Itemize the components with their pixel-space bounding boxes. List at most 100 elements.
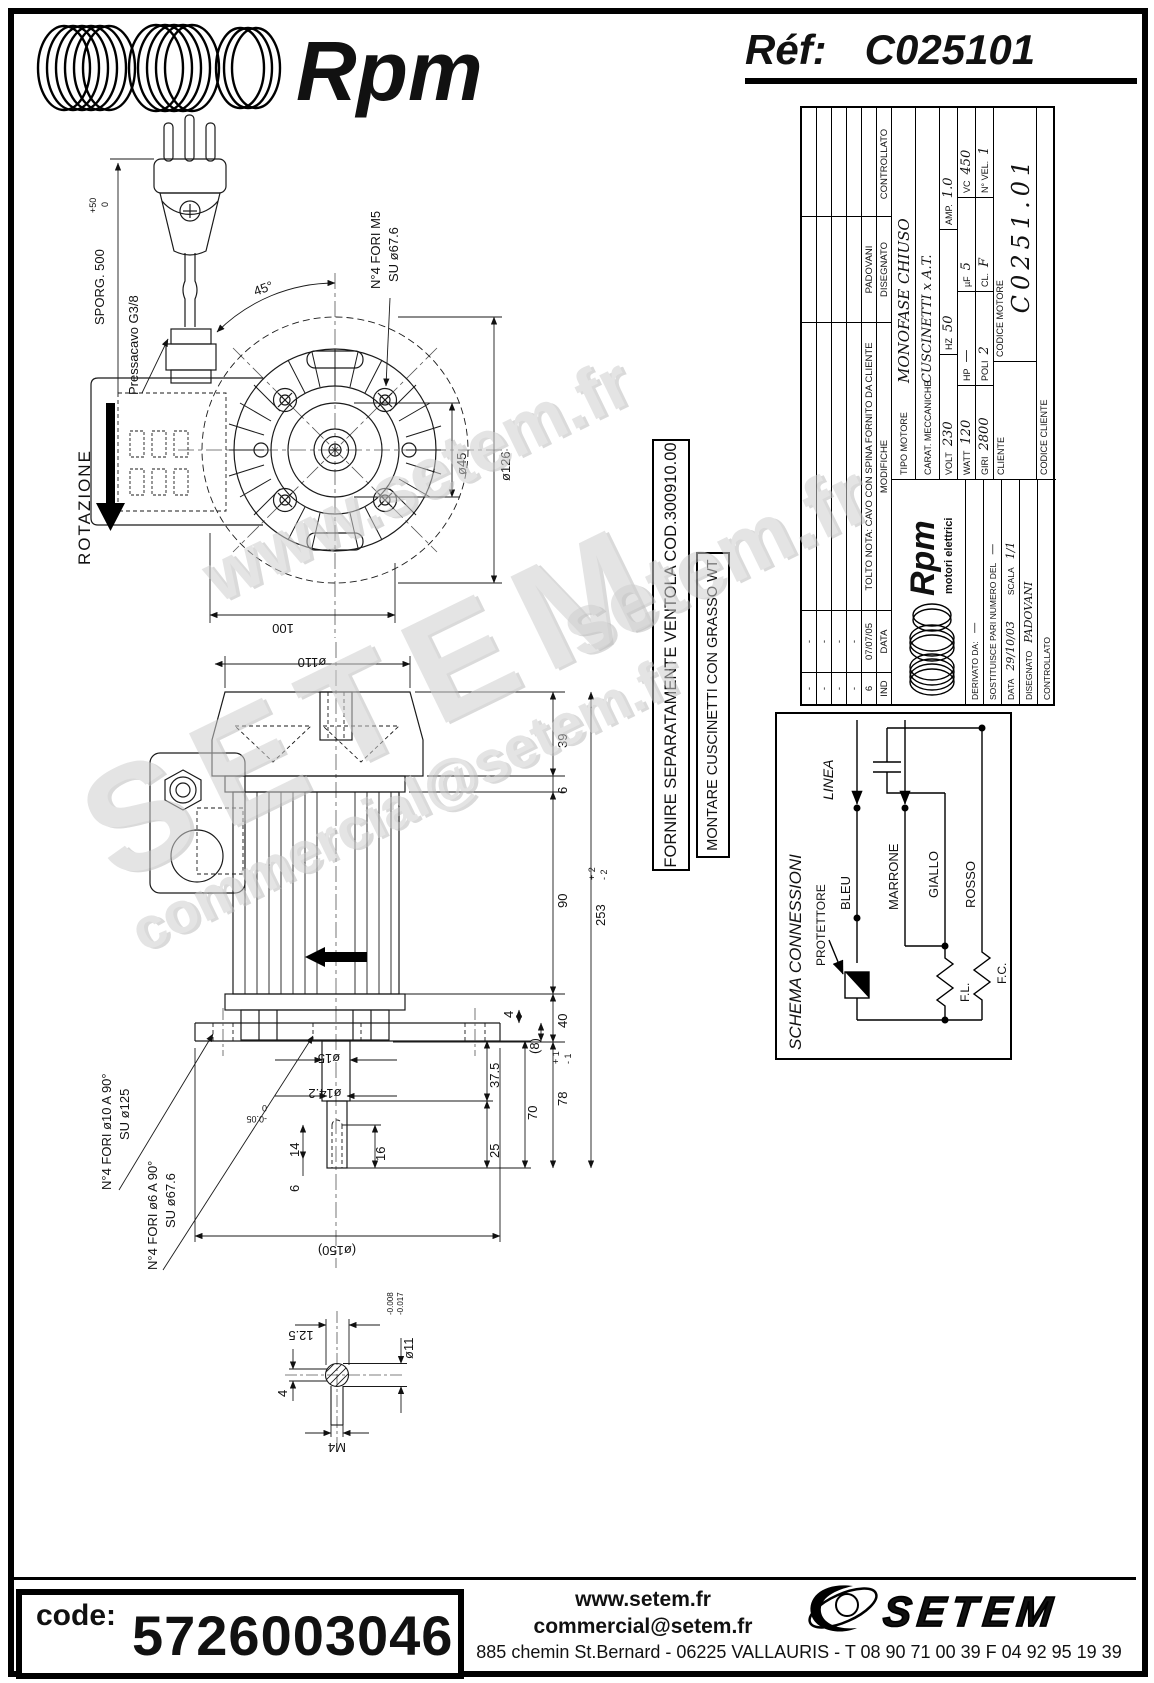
m4-label: M4 bbox=[328, 1440, 346, 1453]
rev-h-modifiche: MODIFICHE bbox=[877, 322, 891, 610]
rev-data: - bbox=[832, 610, 846, 672]
rev-con bbox=[802, 112, 816, 216]
direction-arrow bbox=[305, 947, 367, 967]
poli-label: POLI bbox=[979, 360, 990, 381]
fori10-label-2: SU ø125 bbox=[117, 1089, 132, 1140]
fan-cover bbox=[211, 691, 424, 777]
giallo-label: GIALLO bbox=[926, 851, 941, 898]
dia142-label: ø14.2 bbox=[308, 1086, 341, 1101]
dim78-label: 78 bbox=[555, 1092, 570, 1106]
poli-value: 2 bbox=[977, 346, 992, 355]
rev6-ind: 6 bbox=[862, 672, 876, 704]
carat-row: CARAT. MECCANICHE CUSCINETTI x A.T. bbox=[916, 108, 940, 479]
dia45-label: ø45 bbox=[454, 453, 469, 475]
uf-value: 5 bbox=[959, 262, 974, 271]
dim100-label: 100 bbox=[272, 621, 294, 636]
rev-data: - bbox=[802, 610, 816, 672]
carat-label: CARAT. MECCANICHE bbox=[922, 380, 933, 475]
dim253-tol-dn: - 2 bbox=[599, 869, 609, 880]
giri-label: GIRI bbox=[979, 456, 990, 475]
hatching bbox=[325, 1363, 349, 1387]
tb-rpm-logo: Rpm motori elettrici bbox=[904, 518, 955, 696]
rev-h-controllato: CONTROLLATO bbox=[878, 128, 890, 200]
flange-screws bbox=[272, 387, 398, 513]
dim4-label: 4 bbox=[501, 1011, 516, 1018]
controllato-row: CONTROLLATO bbox=[1038, 480, 1056, 704]
side-view-drawing: ø110 39 6 90 40 253 + 2 - 2 4 (8) ø15 ø1… bbox=[99, 642, 609, 1271]
dim375-label: 37.5 bbox=[487, 1063, 502, 1088]
sporg-tol-dn: 0 bbox=[100, 202, 110, 207]
dim253-tol-up: + 2 bbox=[587, 867, 597, 880]
marrone-label: MARRONE bbox=[886, 843, 901, 910]
setem-swirl-icon bbox=[808, 1585, 878, 1632]
disegnato-label: DISEGNATO bbox=[1023, 650, 1034, 700]
shaft-detail-drawing: 12.5 ø11 -0.008 -0.017 4 M4 bbox=[275, 1292, 416, 1453]
sporg-tol-up: +50 bbox=[88, 198, 98, 213]
rev-h-disegnato: DISEGNATO bbox=[877, 216, 891, 322]
reference-block: Réf: C025101 bbox=[745, 26, 1137, 84]
front-dimensions bbox=[110, 158, 502, 623]
vc-label: VC bbox=[961, 180, 972, 193]
code-box: code: 5726003046 bbox=[16, 1589, 464, 1679]
rev-mod bbox=[847, 322, 861, 610]
note-montare-cuscinetti: MONTARE CUSCINETTI CON GRASSO WT bbox=[696, 552, 730, 858]
cliente-cell: CLIENTE bbox=[994, 361, 1036, 479]
nvel-label: N° VEL. bbox=[979, 160, 990, 193]
hp-label: HP bbox=[961, 368, 972, 381]
page-border bbox=[8, 8, 1148, 1677]
tb-rpm-coils bbox=[909, 603, 955, 696]
rpm-logo-text: Rpm bbox=[296, 24, 483, 118]
setem-logo: SETEM bbox=[808, 1585, 1062, 1636]
dia11-tol-up: -0.008 bbox=[386, 1292, 395, 1315]
rev-ind: - bbox=[847, 672, 861, 704]
protettore-symbol bbox=[845, 972, 869, 998]
disegnato-row: DISEGNATO PADOVANI bbox=[1020, 480, 1038, 704]
rpm-logo-coils bbox=[36, 23, 282, 113]
watt-label: WATT bbox=[961, 450, 972, 476]
rev-data: - bbox=[847, 610, 861, 672]
watt-value: 120 bbox=[959, 419, 974, 445]
rotazione-label: ROTAZIONE bbox=[75, 449, 94, 565]
dia110-label: ø110 bbox=[298, 655, 327, 670]
carat-value: CUSCINETTI x A.T. bbox=[920, 254, 935, 383]
scala-value: 1/1 bbox=[1004, 541, 1017, 560]
detail-dimensions bbox=[289, 1319, 407, 1437]
fori-m5-label-2: SU ø67.6 bbox=[386, 227, 401, 282]
protettore-label: PROTETTORE bbox=[814, 884, 828, 966]
rev-con bbox=[847, 112, 861, 216]
setem-logo-text: SETEM bbox=[881, 1588, 1061, 1635]
schema-title: SCHEMA CONNESSIONI bbox=[786, 854, 805, 1050]
dia11-tol-dn: -0.017 bbox=[396, 1292, 405, 1315]
footer-divider bbox=[8, 1577, 1136, 1580]
footer-site: www.setem.fr bbox=[575, 1588, 711, 1611]
derivato-row: DERIVATO DA: — bbox=[966, 480, 984, 704]
tb-rpm-subtitle: motori elettrici bbox=[943, 518, 955, 594]
schema-box: SCHEMA CONNESSIONI LINEA bbox=[775, 712, 1012, 1060]
dia142-tol-up: 0 bbox=[262, 1103, 267, 1113]
rev-ind: - bbox=[817, 672, 831, 704]
codice-motore-cell: CODICE MOTORE C0251.01 bbox=[994, 108, 1036, 361]
dim78-tol-dn: - 1 bbox=[563, 1053, 573, 1064]
flange-shaft bbox=[194, 1008, 501, 1169]
hz-label: HZ bbox=[943, 338, 954, 350]
tb-rpm-text: Rpm bbox=[904, 520, 942, 596]
giri-value: 2800 bbox=[977, 417, 992, 451]
ref-label: Réf: bbox=[745, 26, 827, 73]
derivato-label: DERIVATO DA: bbox=[969, 641, 980, 700]
derivato-value: — bbox=[968, 622, 981, 634]
rev-dis bbox=[847, 216, 861, 322]
dia150-label: (ø150) bbox=[318, 1243, 356, 1258]
title-block-right: TIPO MOTORE MONOFASE CHIUSO CARAT. MECCA… bbox=[892, 108, 1056, 479]
dim78-tol-up: + 1 bbox=[551, 1051, 561, 1064]
hz-value: 50 bbox=[941, 315, 956, 332]
terminal-box-side bbox=[149, 752, 246, 894]
rpm-logo: Rpm bbox=[36, 23, 483, 118]
dim90-label: 90 bbox=[555, 894, 570, 908]
dim8-label: (8) bbox=[527, 1038, 542, 1054]
sporg-label: SPORG. 500 bbox=[92, 249, 107, 325]
dim25-label: 25 bbox=[487, 1144, 502, 1158]
rev-dis bbox=[817, 216, 831, 322]
uf-label: µF bbox=[961, 276, 972, 287]
